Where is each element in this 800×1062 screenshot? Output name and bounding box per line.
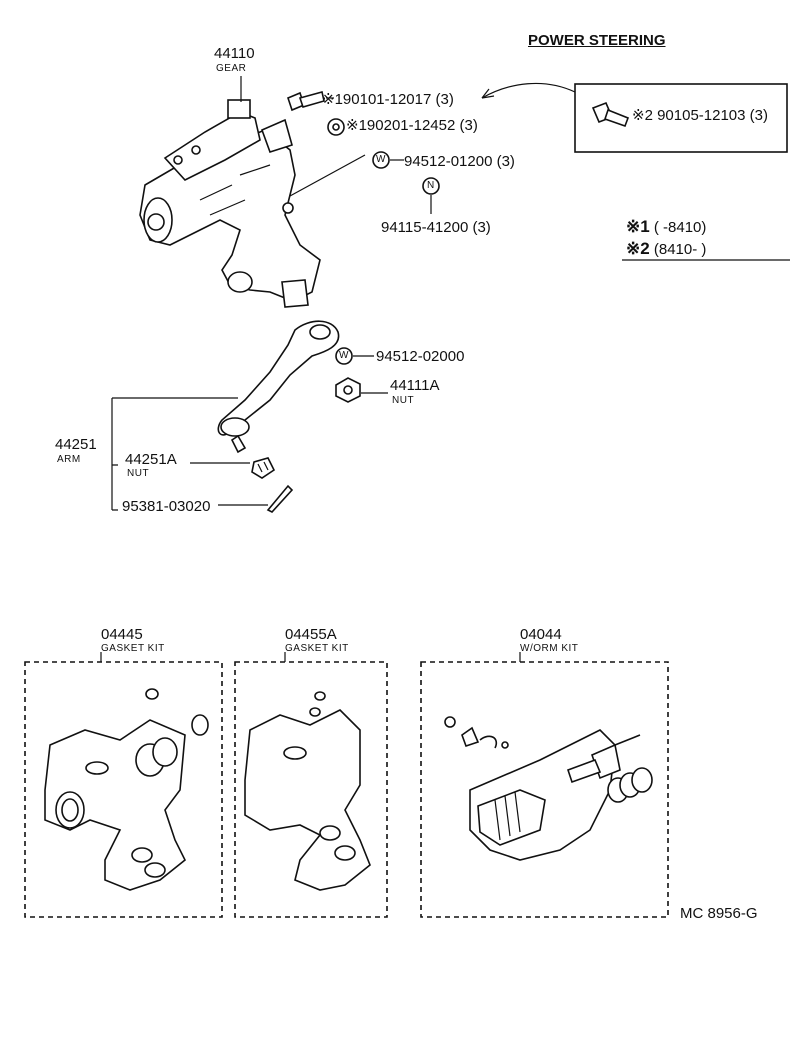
kit1-number: 04445 <box>101 626 143 643</box>
kit1-box <box>24 661 223 918</box>
kit3-box <box>420 661 669 918</box>
kit3-drawing <box>444 716 653 861</box>
bolt1-drawing <box>287 91 325 112</box>
inset-arrowhead <box>481 88 495 99</box>
arm-nut-name: NUT <box>392 395 415 406</box>
nut1-drawing <box>327 118 345 136</box>
cotter-pin-drawing <box>266 484 294 513</box>
arm-drawing <box>217 320 340 454</box>
washer1-symbol <box>372 151 390 169</box>
washer2-label: 94512-02000 <box>376 348 465 365</box>
washer2-symbol <box>335 347 353 365</box>
kit2-number: 04455A <box>285 626 337 643</box>
washer2-symbol-letter: W <box>339 350 349 361</box>
condition-1-mark: ※1 <box>626 217 650 236</box>
arm-number: 44251 <box>55 436 97 453</box>
kit2-box <box>234 661 388 918</box>
nut1-label: ※190201-12452 (3) <box>346 117 478 134</box>
bolt2-label: ※2 90105-12103 (3) <box>632 107 768 124</box>
arm-sub-nut-number: 44251A <box>125 451 177 468</box>
arm-sub-nut-name: NUT <box>127 468 150 479</box>
inset-arrow-line <box>481 82 576 99</box>
condition-2-mark: ※2 <box>626 239 650 258</box>
nut2-label: 94115-41200 (3) <box>381 219 491 236</box>
condition-2-text: (8410- ) <box>653 241 707 258</box>
castle-nut-drawing <box>251 457 276 479</box>
kit2-name: GASKET KIT <box>285 643 349 654</box>
arm-nut-number: 44111A <box>390 377 440 394</box>
nut2-symbol-letter: N <box>427 180 435 191</box>
kit3-name: W/ORM KIT <box>520 643 579 654</box>
gear-part-name: GEAR <box>216 63 247 74</box>
inset-box <box>574 83 788 153</box>
kit1-name: GASKET KIT <box>101 643 165 654</box>
cotter-pin-label: 95381-03020 <box>122 498 211 515</box>
gear-part-number: 44110 <box>214 45 255 62</box>
arm-nut-drawing <box>335 377 361 403</box>
condition-1-text: ( -8410) <box>653 219 707 236</box>
bolt1-label: ※190101-12017 (3) <box>322 91 454 108</box>
condition-2: ※2 (8410- ) <box>626 240 706 257</box>
washer1-symbol-letter: W <box>376 154 386 165</box>
gear-mount-leader <box>289 154 366 197</box>
gear-drawing <box>139 99 321 308</box>
arm-name: ARM <box>57 454 81 465</box>
condition-1: ※1 ( -8410) <box>626 218 706 235</box>
page-title: POWER STEERING <box>528 32 666 49</box>
kit2-drawing <box>244 691 371 891</box>
kit3-number: 04044 <box>520 626 562 643</box>
bolt2-drawing <box>591 101 630 128</box>
arm-bracket <box>111 397 238 511</box>
drawing-code: MC 8956-G <box>680 905 758 922</box>
nut2-symbol <box>422 177 440 195</box>
washer1-label: 94512-01200 (3) <box>404 153 515 170</box>
kit1-drawing <box>44 688 209 891</box>
